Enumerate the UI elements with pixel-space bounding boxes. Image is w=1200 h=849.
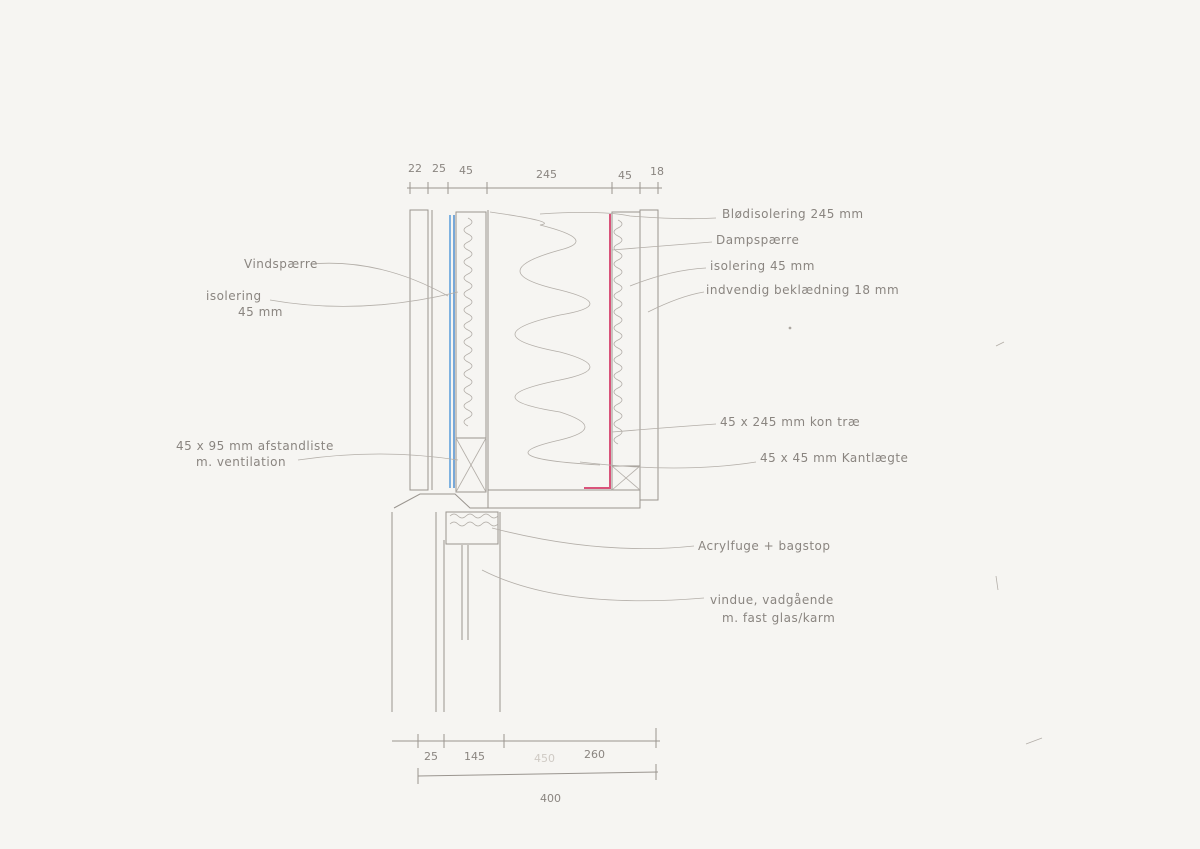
label-indvendig: indvendig beklædning 18 mm [706, 283, 899, 297]
top-dimension-chain: 22 25 45 245 45 18 [407, 162, 664, 194]
soft-insulation [489, 211, 601, 466]
label-vindue-fast: m. fast glas/karm [722, 611, 835, 625]
dim-22: 22 [408, 162, 422, 175]
label-afstandsliste: 45 x 95 mm afstandliste [176, 439, 334, 453]
dim-45: 45 [459, 164, 473, 177]
leader-lines [269, 212, 757, 602]
stray-marks [788, 326, 1043, 745]
wall-section [391, 209, 659, 712]
label-isolering-right: isolering 45 mm [710, 259, 815, 273]
label-isolering-left: isolering [206, 289, 262, 303]
dim-18: 18 [650, 165, 664, 178]
bottom-dimension-chain: 25 145 450 260 400 [392, 728, 660, 805]
label-isolering-left-size: 45 mm [238, 305, 283, 319]
vapour-barrier [584, 214, 611, 489]
label-vindspaerre: Vindspærre [244, 257, 318, 271]
label-dampspaerre: Dampspærre [716, 233, 799, 247]
dim-bottom-260: 260 [584, 748, 605, 761]
dim-bottom-25: 25 [424, 750, 438, 763]
label-ventilation: m. ventilation [196, 455, 286, 469]
dim-total-400: 400 [540, 792, 561, 805]
dim-245: 245 [536, 168, 557, 181]
label-konstrae: 45 x 245 mm kon træ [720, 415, 860, 429]
dim-bottom-145: 145 [464, 750, 485, 763]
dim-45-right: 45 [618, 169, 632, 182]
right-annotations: Blødisolering 245 mm Dampspærre isolerin… [698, 207, 908, 625]
label-acrylfuge: Acrylfuge + bagstop [698, 539, 830, 553]
left-annotations: Vindspærre isolering 45 mm 45 x 95 mm af… [176, 257, 334, 469]
label-vindue: vindue, vadgående [710, 593, 834, 607]
label-blodisolering: Blødisolering 245 mm [722, 207, 864, 221]
dim-25: 25 [432, 162, 446, 175]
label-kantlaegte: 45 x 45 mm Kantlægte [760, 451, 908, 465]
dim-bottom-450: 450 [534, 752, 555, 765]
